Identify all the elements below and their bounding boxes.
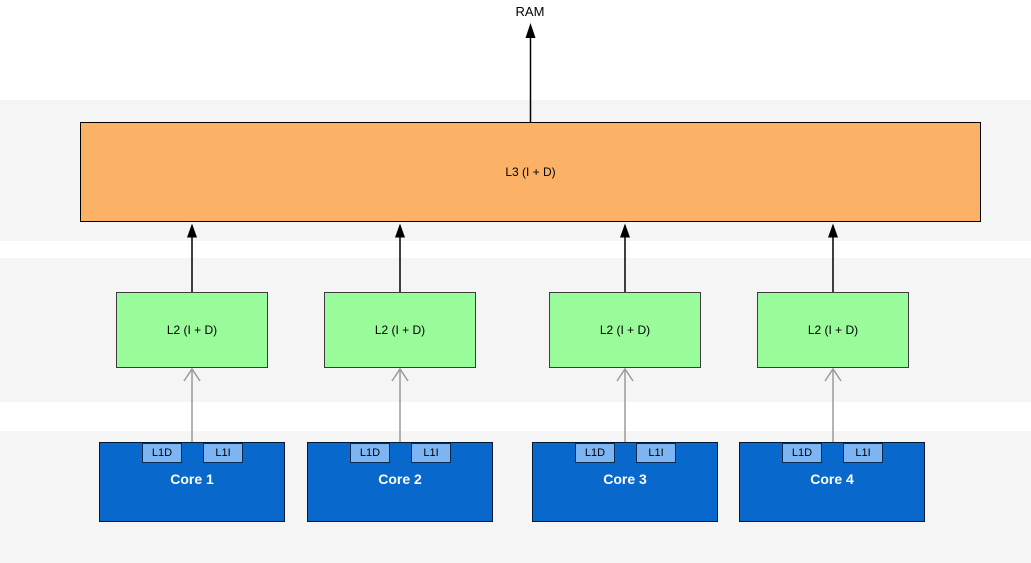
l3-label: L3 (I + D) xyxy=(505,165,556,179)
l1d-box: L1D xyxy=(350,443,390,463)
core-box-2: L1D L1I Core 2 xyxy=(307,442,493,522)
l2-cache-box-1: L2 (I + D) xyxy=(116,292,268,368)
l1i-label: L1I xyxy=(215,447,231,459)
l1d-label: L1D xyxy=(151,447,173,459)
core-label: Core 1 xyxy=(170,471,214,487)
core-label: Core 3 xyxy=(603,471,647,487)
l2-label: L2 (I + D) xyxy=(166,323,218,337)
l1i-box: L1I xyxy=(636,443,676,463)
l2-cache-box-2: L2 (I + D) xyxy=(324,292,476,368)
l2-label: L2 (I + D) xyxy=(599,323,651,337)
core-box-4: L1D L1I Core 4 xyxy=(739,442,925,522)
l1i-box: L1I xyxy=(411,443,451,463)
l1i-box: L1I xyxy=(843,443,883,463)
l3-cache-box: L3 (I + D) xyxy=(80,122,981,222)
l1d-label: L1D xyxy=(791,447,813,459)
core-label: Core 4 xyxy=(810,471,854,487)
l1d-box: L1D xyxy=(142,443,182,463)
l1d-label: L1D xyxy=(584,447,606,459)
ram-label: RAM xyxy=(515,4,545,19)
l2-label: L2 (I + D) xyxy=(807,323,859,337)
l1i-label: L1I xyxy=(855,447,871,459)
l2-label: L2 (I + D) xyxy=(374,323,426,337)
core-label: Core 2 xyxy=(378,471,422,487)
l1i-box: L1I xyxy=(203,443,243,463)
l2-cache-box-3: L2 (I + D) xyxy=(549,292,701,368)
l1d-box: L1D xyxy=(575,443,615,463)
core-box-3: L1D L1I Core 3 xyxy=(532,442,718,522)
core-box-1: L1D L1I Core 1 xyxy=(99,442,285,522)
l2-cache-box-4: L2 (I + D) xyxy=(757,292,909,368)
l1i-label: L1I xyxy=(648,447,664,459)
l1i-label: L1I xyxy=(423,447,439,459)
l1d-box: L1D xyxy=(782,443,822,463)
l1d-label: L1D xyxy=(359,447,381,459)
